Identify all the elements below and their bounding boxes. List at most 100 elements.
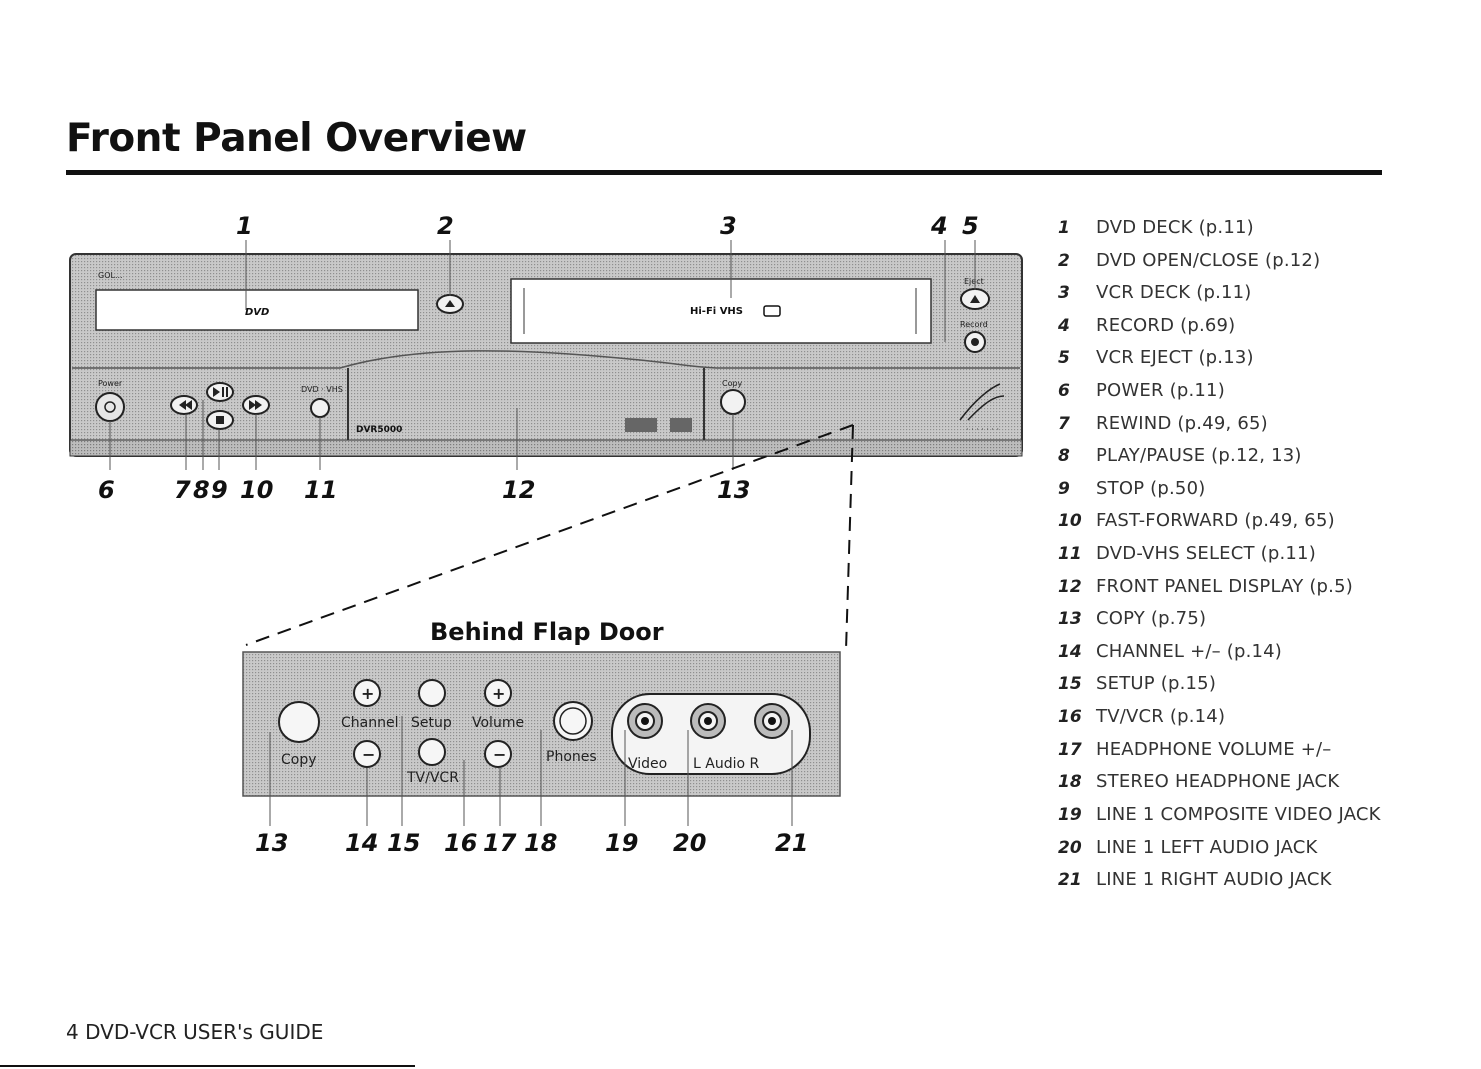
brand-logo: GOL... (98, 271, 123, 280)
callout-number: 10 (240, 476, 273, 504)
volume-label: Volume (472, 715, 524, 731)
callout-number: 20 (673, 829, 706, 857)
copy-button[interactable] (720, 389, 746, 415)
fast-forward-button[interactable] (242, 395, 270, 415)
callout-number: 15 (387, 829, 420, 857)
callout-number: 6 (98, 476, 115, 504)
callout-number: 18 (524, 829, 557, 857)
leader-lines-top (245, 240, 976, 342)
model-number: DVR5000 (356, 425, 402, 435)
brand-tag: · · · · · · · (966, 425, 999, 434)
power-label: Power (98, 379, 123, 388)
left-audio-jack[interactable] (690, 703, 726, 739)
callout-number: 4 (930, 212, 948, 240)
channel-up-button[interactable]: + (353, 679, 381, 707)
play-pause-icon (213, 387, 220, 397)
callout-number: 13 (717, 476, 750, 504)
audio-label: L Audio R (693, 756, 759, 772)
dts-logo (670, 418, 692, 432)
flap-title: Behind Flap Door (430, 618, 664, 646)
vhs-plus-icon (763, 305, 781, 317)
power-button[interactable] (95, 392, 125, 422)
right-audio-jack[interactable] (754, 703, 790, 739)
flap-copy-button[interactable] (278, 701, 320, 743)
front-panel-diagram: GOL... DVD Hi-Fi VHS Eject Record Power (69, 212, 1023, 857)
stop-button[interactable] (206, 410, 234, 430)
callout-number: 1 (236, 212, 253, 240)
dvd-deck[interactable] (95, 289, 419, 331)
eject-icon (445, 300, 455, 307)
callout-number: 8 (193, 476, 210, 504)
dvd-vhs-select-button[interactable] (310, 398, 330, 418)
volume-down-button[interactable]: − (484, 740, 512, 768)
rewind-button[interactable] (170, 395, 198, 415)
setup-button[interactable] (418, 679, 446, 707)
callout-number: 2 (437, 212, 454, 240)
callout-number: 11 (304, 476, 337, 504)
callout-number: 13 (255, 829, 288, 857)
flap-copy-label: Copy (281, 752, 317, 768)
setup-label: Setup (411, 715, 452, 731)
minus-icon: − (493, 745, 506, 764)
vhs-logo: Hi-Fi VHS (690, 306, 743, 317)
callout-number: 3 (720, 212, 737, 240)
tv-vcr-label: TV/VCR (406, 770, 459, 786)
zoom-lines (245, 424, 854, 651)
footer-rule (0, 1065, 415, 1067)
fast-forward-icon (249, 400, 262, 410)
tv-vcr-button[interactable] (418, 738, 446, 766)
leader-lines-flap (269, 716, 793, 826)
vcr-eject-button[interactable] (960, 288, 990, 310)
callout-number: 19 (605, 829, 638, 857)
callout-number: 14 (345, 829, 378, 857)
dvd-vhs-label: DVD · VHS (301, 385, 343, 394)
callout-number: 17 (483, 829, 517, 857)
record-label: Record (960, 320, 988, 329)
phones-jack[interactable] (553, 701, 593, 741)
record-button[interactable] (964, 331, 986, 353)
callout-number: 12 (502, 476, 535, 504)
phones-label: Phones (546, 749, 597, 765)
rewind-icon (179, 400, 192, 410)
brand-swoosh-icon (959, 383, 1005, 421)
video-jack[interactable] (627, 703, 663, 739)
page-title: Front Panel Overview (66, 116, 527, 161)
page-footer: 4 DVD-VCR USER's GUIDE (66, 1020, 324, 1044)
volume-up-button[interactable]: + (484, 679, 512, 707)
callout-number: 7 (174, 476, 191, 504)
power-icon (104, 401, 116, 413)
leader-lines-bottom (109, 400, 734, 470)
callout-number: 21 (775, 829, 808, 857)
dvd-open-close-button[interactable] (436, 294, 464, 314)
callout-number: 16 (444, 829, 477, 857)
video-label: Video (628, 756, 667, 772)
minus-icon: − (362, 745, 375, 764)
plus-icon: + (492, 684, 505, 703)
dolby-logo (625, 418, 657, 432)
vcr-deck[interactable] (510, 278, 932, 344)
dvd-logo: DVD (245, 307, 269, 318)
play-pause-button[interactable] (206, 382, 234, 402)
channel-down-button[interactable]: − (353, 740, 381, 768)
